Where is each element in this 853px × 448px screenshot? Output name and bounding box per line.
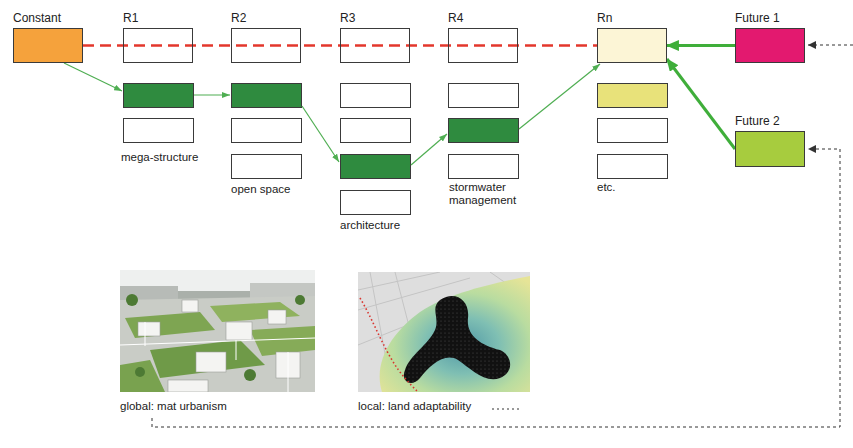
future-box: Future 2 <box>735 131 805 167</box>
map-water-gradient <box>380 276 530 392</box>
stage-box: R2 <box>231 28 301 63</box>
photo-tree <box>244 369 256 381</box>
photo-post <box>120 338 315 345</box>
column-caption: mega-structure <box>121 151 198 164</box>
layer-box <box>124 84 194 108</box>
photo-post <box>236 340 237 360</box>
layer-box <box>598 119 668 143</box>
photo-trees <box>126 294 305 381</box>
photo-post <box>288 352 289 392</box>
column-caption: open space <box>231 183 290 196</box>
land-adaptability-map <box>358 272 530 392</box>
path-line <box>64 63 122 91</box>
photo-post <box>145 322 146 346</box>
future-box: Future 1 <box>735 28 805 63</box>
map-streets <box>358 272 530 392</box>
layer-box <box>232 155 302 179</box>
green-roof <box>120 360 165 392</box>
layer-box <box>341 84 411 108</box>
image-caption: global: mat urbanism <box>120 400 227 413</box>
green-path-lines <box>64 63 600 165</box>
white-structure <box>168 380 208 392</box>
photo-posts <box>120 322 315 392</box>
box-heading: Constant <box>13 11 61 25</box>
map-land-stipple <box>404 296 510 383</box>
white-structure <box>138 322 160 336</box>
layer-box <box>124 119 194 143</box>
map-ground <box>358 272 530 392</box>
feedback-line <box>808 45 853 46</box>
box-heading: R1 <box>123 11 138 25</box>
layer-box <box>232 119 302 143</box>
box-heading: R4 <box>448 11 463 25</box>
green-roof <box>125 312 215 338</box>
path-line <box>302 106 339 162</box>
stage-box: R1 <box>123 28 193 63</box>
stage-box: Rn <box>597 28 667 63</box>
map-street <box>395 272 410 330</box>
column-caption: architecture <box>340 219 400 232</box>
photo-ground <box>120 270 315 392</box>
box-heading: Future 2 <box>735 114 780 128</box>
white-structure <box>182 300 198 312</box>
layer-box <box>232 84 302 108</box>
layer-box <box>341 191 411 215</box>
map-land-blob <box>404 296 510 383</box>
column-caption: etc. <box>597 181 616 194</box>
constant-box: Constant <box>13 28 83 63</box>
green-roof <box>250 326 315 356</box>
layer-box <box>449 119 519 143</box>
stage-box: R4 <box>448 28 518 63</box>
stage-box: R3 <box>340 28 410 63</box>
column-caption: stormwater management <box>449 181 531 207</box>
photo-tree <box>126 294 138 306</box>
feedback-line <box>492 409 520 410</box>
white-structures <box>138 300 300 392</box>
photo-plane <box>120 296 315 392</box>
image-caption: local: land adaptability <box>358 400 471 413</box>
photo-tree <box>295 295 305 305</box>
future-arrow <box>667 59 735 149</box>
white-structure <box>196 352 226 372</box>
box-heading: R2 <box>231 11 246 25</box>
box-heading: R3 <box>340 11 355 25</box>
white-structure <box>226 322 252 340</box>
layer-box <box>449 155 519 179</box>
map-coast-dots <box>360 298 418 392</box>
box-heading: Rn <box>597 11 612 25</box>
photo-tree <box>135 367 145 377</box>
layer-box <box>341 155 411 179</box>
layer-box <box>598 155 668 179</box>
column-boxes <box>124 84 668 215</box>
layer-box <box>598 84 668 108</box>
green-roof <box>210 302 300 322</box>
path-line <box>519 64 600 129</box>
future-arrow <box>667 44 735 47</box>
box-heading: Future 1 <box>735 11 780 25</box>
layer-box <box>341 119 411 143</box>
path-line <box>194 94 230 95</box>
path-line <box>411 134 447 165</box>
white-structure <box>268 310 286 324</box>
mat-urbanism-photo <box>120 270 315 392</box>
layer-box <box>449 84 519 108</box>
